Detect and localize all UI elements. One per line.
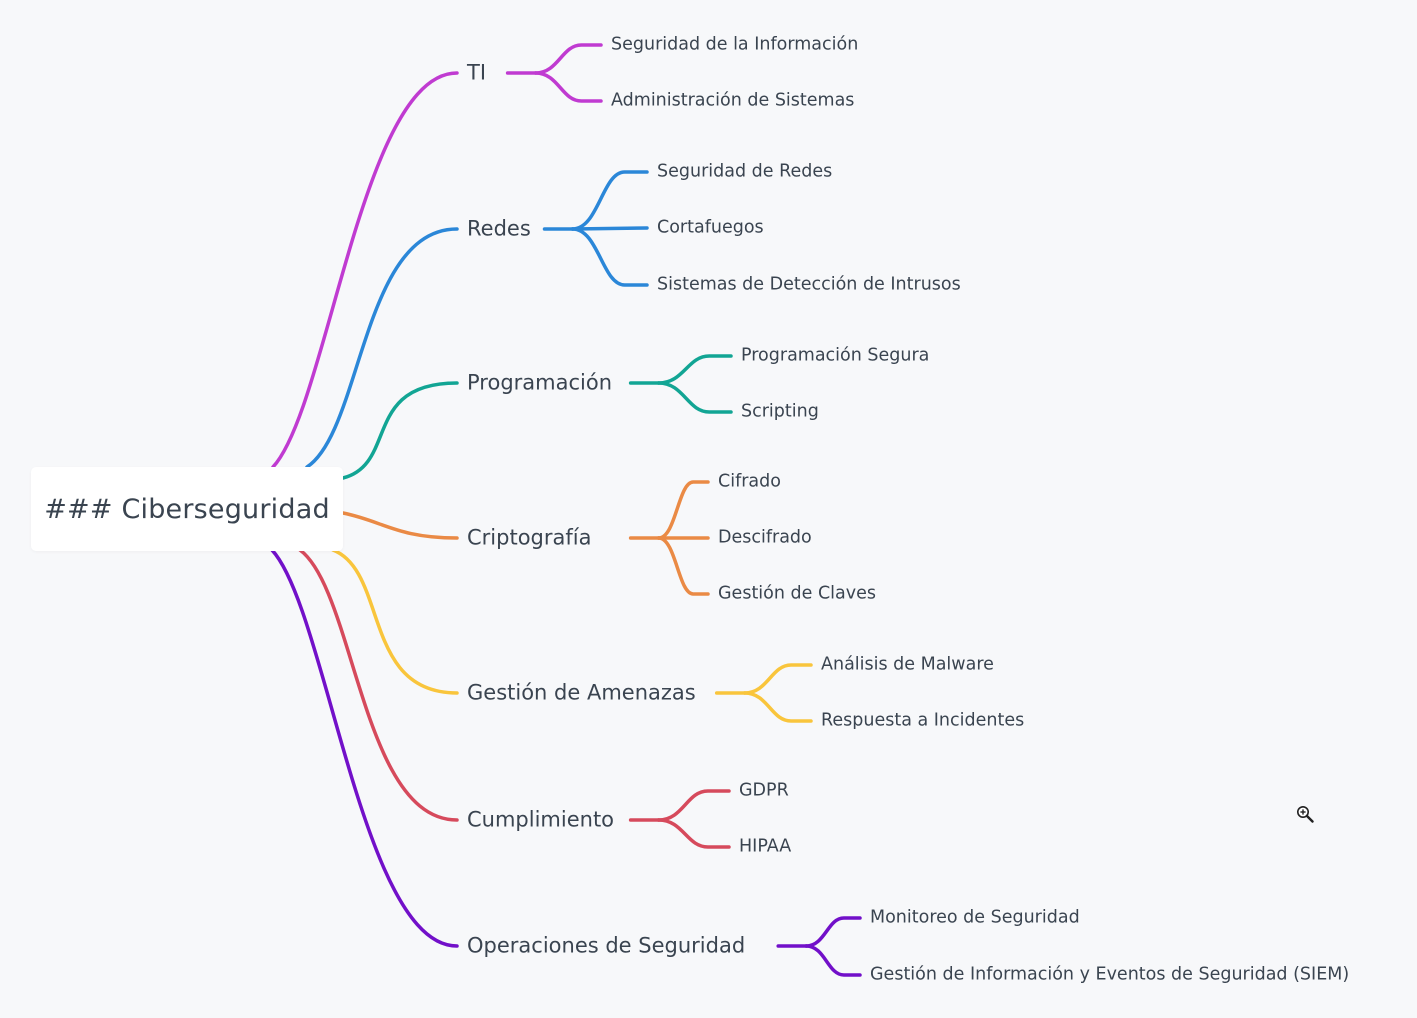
leaf-connector: [804, 944, 862, 977]
root-connector: [298, 548, 459, 822]
leaf-connector: [656, 354, 733, 385]
branch-node[interactable]: TI: [467, 60, 487, 85]
leaf-node[interactable]: GDPR: [739, 780, 789, 801]
root-connector: [270, 548, 459, 948]
leaf-connector: [656, 789, 731, 822]
branch-node[interactable]: Redes: [467, 216, 531, 241]
zoom-in-icon: [1297, 806, 1314, 823]
root-connector: [341, 511, 459, 540]
leaf-node[interactable]: Cifrado: [718, 471, 781, 492]
leaf-connector: [570, 226, 649, 231]
leaf-node[interactable]: Administración de Sistemas: [611, 90, 855, 111]
root-connector: [331, 548, 459, 695]
leaf-connector: [742, 663, 813, 695]
leaf-node[interactable]: Monitoreo de Seguridad: [870, 907, 1080, 928]
branch-node[interactable]: Cumplimiento: [467, 807, 615, 832]
root-node[interactable]: ### Ciberseguridad: [31, 467, 343, 551]
leaf-node[interactable]: Gestión de Claves: [718, 583, 877, 604]
leaf-node[interactable]: Respuesta a Incidentes: [821, 710, 1025, 731]
leaf-node[interactable]: Análisis de Malware: [821, 654, 994, 675]
leaf-node[interactable]: Scripting: [741, 401, 819, 422]
leaf-connector: [533, 71, 603, 103]
branch-node[interactable]: Programación: [467, 370, 613, 395]
leaf-node[interactable]: Programación Segura: [741, 345, 930, 366]
root-node-label: ### Ciberseguridad: [44, 493, 330, 525]
root-connector: [341, 381, 459, 480]
leaf-connector: [656, 536, 710, 596]
leaf-connector: [742, 691, 813, 723]
leaf-node[interactable]: Gestión de Información y Eventos de Segu…: [870, 964, 1350, 985]
leaf-connector: [570, 227, 649, 287]
branch-node[interactable]: Gestión de Amenazas: [467, 680, 696, 705]
leaf-connector: [656, 381, 733, 414]
leaf-connector: [533, 43, 603, 75]
leaf-node[interactable]: Cortafuegos: [657, 217, 764, 238]
leaf-connector: [656, 818, 731, 849]
leaf-node[interactable]: Seguridad de Redes: [657, 161, 833, 182]
leaf-node[interactable]: Descifrado: [718, 527, 812, 548]
root-connector: [271, 71, 459, 469]
branch-node[interactable]: Operaciones de Seguridad: [467, 933, 746, 958]
leaf-node[interactable]: Seguridad de la Información: [611, 34, 859, 55]
leaf-node[interactable]: HIPAA: [739, 836, 792, 857]
root-connector: [305, 227, 459, 469]
leaf-connector: [804, 916, 862, 948]
leaf-connector: [656, 480, 710, 540]
branch-node[interactable]: Criptografía: [467, 525, 592, 550]
leaf-connector: [570, 170, 649, 231]
leaf-node[interactable]: Sistemas de Detección de Intrusos: [657, 274, 961, 295]
